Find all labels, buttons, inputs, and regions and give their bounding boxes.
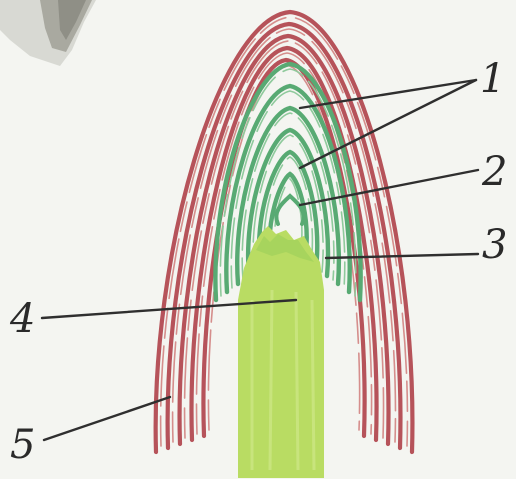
label-4: 4: [9, 296, 35, 342]
corner-shadow: [0, 0, 96, 66]
label-3: 3: [482, 222, 507, 268]
stem: [238, 226, 324, 478]
label-5: 5: [10, 422, 35, 468]
label-1: 1: [480, 56, 505, 102]
leader-line-5: [44, 397, 170, 440]
label-2: 2: [481, 149, 507, 195]
